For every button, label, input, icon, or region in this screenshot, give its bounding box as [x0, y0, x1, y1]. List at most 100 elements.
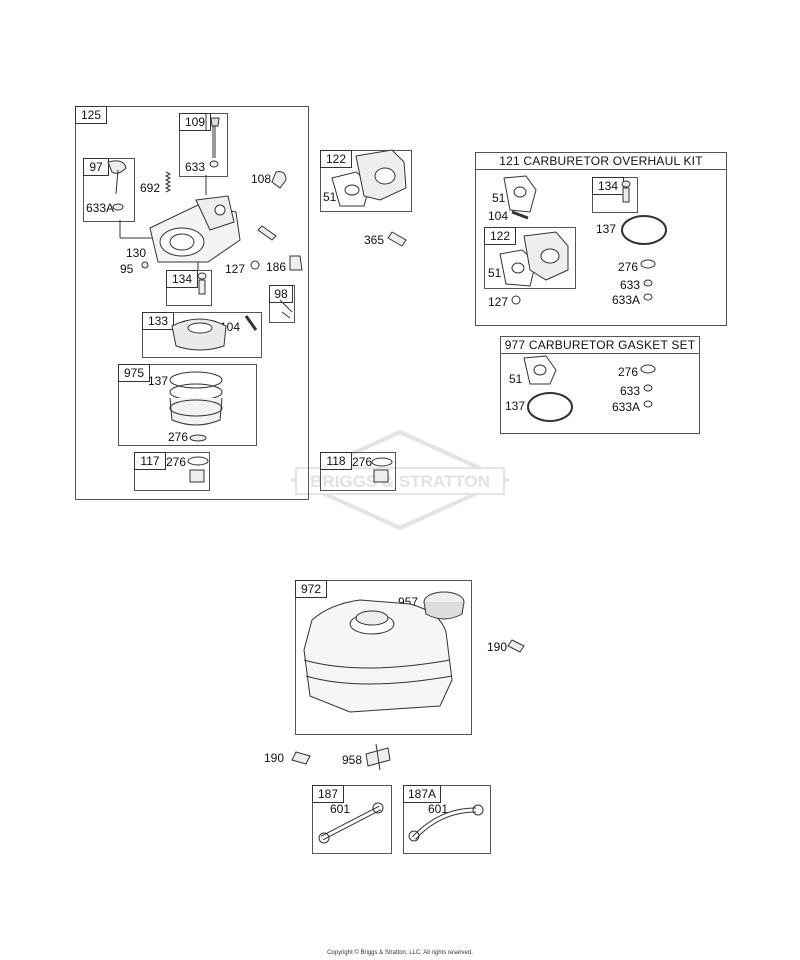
callout-109[interactable]: 109	[179, 113, 211, 131]
kit-122-frame	[484, 227, 576, 289]
fuel-line-187A-frame	[403, 785, 491, 854]
callout-127[interactable]: 127	[488, 295, 509, 309]
callout-187A[interactable]: 187A	[403, 785, 441, 803]
fuel-line-187-frame	[312, 785, 392, 854]
callout-633[interactable]: 633	[620, 384, 641, 398]
gasket-51-icon	[523, 355, 557, 385]
callout-958[interactable]: 958	[342, 753, 363, 767]
watermark-text: BRIGGS & STRATTON	[310, 472, 490, 491]
callout-108[interactable]: 108	[251, 172, 272, 186]
callout-276[interactable]: 276	[618, 260, 639, 274]
needle-valve-icon	[197, 272, 207, 295]
callout-186[interactable]: 186	[266, 260, 287, 274]
gasket-51-icon	[503, 175, 537, 213]
callout-187[interactable]: 187	[312, 785, 344, 803]
seal-633-icon	[643, 279, 653, 287]
callout-97[interactable]: 97	[83, 158, 109, 176]
gasket-set-title: 977 CARBURETOR GASKET SET	[501, 337, 699, 354]
callout-137[interactable]: 137	[148, 374, 169, 388]
callout-190[interactable]: 190	[264, 751, 285, 765]
pin-104-icon	[244, 315, 258, 331]
seal-633A-icon	[643, 293, 653, 301]
screw-95-icon	[141, 261, 149, 269]
gasket-276-icon	[640, 364, 656, 374]
gasket-set-frame: 977 CARBURETOR GASKET SET	[500, 336, 700, 434]
callout-137[interactable]: 137	[505, 399, 526, 413]
assembly-133-frame	[142, 312, 262, 358]
clip-icon	[271, 171, 287, 189]
overhaul-kit-title: 121 CARBURETOR OVERHAUL KIT	[476, 153, 726, 170]
choke-shaft-icon	[209, 117, 220, 168]
callout-633A[interactable]: 633A	[612, 400, 641, 414]
overhaul-kit-frame: 121 CARBURETOR OVERHAUL KIT	[475, 152, 727, 326]
assembly-125-frame	[75, 106, 309, 500]
callout-633[interactable]: 633	[185, 160, 206, 174]
callout-190[interactable]: 190	[487, 640, 508, 654]
carburetor-icon	[149, 195, 241, 263]
o-ring-137-icon	[621, 215, 667, 245]
seal-633A-icon	[643, 400, 653, 408]
fuel-tank-icon	[303, 599, 453, 713]
callout-127[interactable]: 127	[225, 262, 246, 276]
callout-98[interactable]: 98	[269, 285, 293, 303]
assembly-975-frame	[118, 364, 257, 446]
callout-51[interactable]: 51	[488, 266, 502, 280]
callout-601[interactable]: 601	[428, 802, 449, 816]
callout-51[interactable]: 51	[323, 190, 337, 204]
pin-104-icon	[511, 210, 529, 220]
callout-104[interactable]: 104	[488, 209, 509, 223]
gasket-276-icon	[187, 456, 209, 466]
callout-633[interactable]: 633	[620, 278, 641, 292]
fuel-line-187-icon	[318, 802, 384, 844]
callout-133[interactable]: 133	[142, 312, 174, 330]
screw-icon	[257, 225, 277, 241]
callout-118[interactable]: 118	[320, 452, 352, 470]
callout-134[interactable]: 134	[592, 177, 624, 195]
callout-972[interactable]: 972	[295, 580, 327, 598]
callout-117[interactable]: 117	[134, 452, 166, 470]
callout-122[interactable]: 122	[320, 150, 352, 168]
callout-365[interactable]: 365	[364, 233, 385, 247]
spring-icon	[164, 171, 172, 193]
assembly-97-frame	[83, 158, 135, 222]
callout-601[interactable]: 601	[330, 802, 351, 816]
bolt-190-icon	[507, 639, 525, 653]
nut-118-icon	[373, 469, 389, 483]
fitting-186-icon	[289, 255, 303, 271]
fuel-valve-958-icon	[365, 743, 391, 771]
float-icon	[171, 318, 227, 351]
callout-276[interactable]: 276	[168, 430, 189, 444]
o-ring-127-icon	[250, 260, 260, 270]
screw-98-icon	[279, 299, 293, 319]
copyright-footer: Copyright © Briggs & Stratton, LLC. All …	[327, 950, 473, 956]
gasket-276-icon	[371, 457, 393, 467]
callout-130[interactable]: 130	[126, 246, 147, 260]
needle-134-icon	[621, 180, 631, 203]
o-ring-127-icon	[511, 295, 521, 305]
callout-692[interactable]: 692	[140, 181, 161, 195]
gasket-276-icon	[640, 259, 656, 269]
callout-137[interactable]: 137	[596, 222, 617, 236]
callout-122[interactable]: 122	[484, 227, 516, 245]
briggs-stratton-watermark: BRIGGS & STRATTON	[290, 430, 510, 530]
callout-95[interactable]: 95	[120, 262, 134, 276]
callout-276[interactable]: 276	[618, 365, 639, 379]
bolt-365-icon	[387, 231, 407, 247]
assembly-117-frame	[134, 452, 210, 491]
callout-633A[interactable]: 633A	[86, 201, 115, 215]
callout-134[interactable]: 134	[166, 270, 198, 288]
assembly-122-frame	[320, 150, 412, 212]
callout-975[interactable]: 975	[118, 364, 150, 382]
callout-51[interactable]: 51	[509, 372, 523, 386]
callout-125[interactable]: 125	[75, 106, 107, 124]
callout-633A[interactable]: 633A	[612, 293, 641, 307]
callout-276[interactable]: 276	[166, 455, 187, 469]
fuel-tank-972-frame	[295, 580, 472, 735]
callout-51[interactable]: 51	[492, 191, 506, 205]
bolt-190-icon	[291, 751, 311, 765]
o-ring-137-icon	[527, 392, 573, 422]
fuel-cap-957-icon	[423, 591, 465, 620]
bowl-nut-icon	[189, 469, 205, 483]
callout-276[interactable]: 276	[352, 455, 373, 469]
